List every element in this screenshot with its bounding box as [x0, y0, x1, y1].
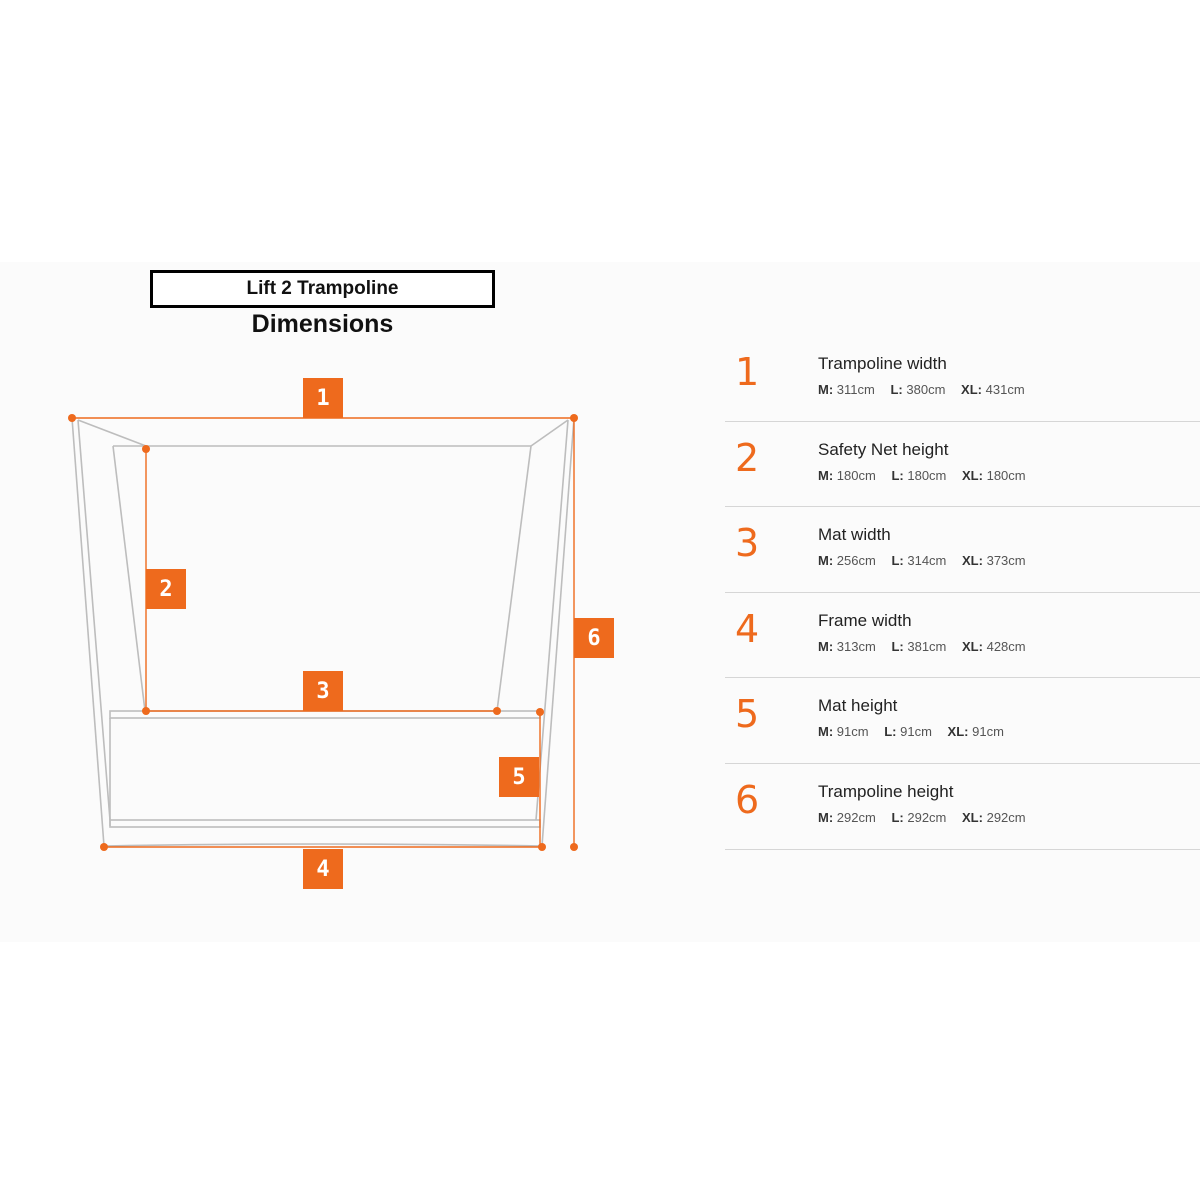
size-key: M:	[818, 724, 834, 740]
size-value: 428cm	[986, 638, 1026, 654]
spec-number: 3	[735, 521, 760, 566]
size-key: XL:	[962, 467, 983, 483]
size-value: 256cm	[836, 553, 876, 569]
size-value: 292cm	[986, 809, 1026, 825]
size-value: 91cm	[836, 724, 869, 740]
size-key: M:	[818, 553, 834, 569]
size-value: 381cm	[907, 638, 947, 654]
net-inner-left	[112, 445, 146, 712]
size-value: 373cm	[986, 553, 1026, 569]
size-key: L:	[884, 724, 897, 740]
size-key: XL:	[947, 724, 969, 740]
product-title: Lift 2 Trampoline	[150, 270, 495, 308]
size-value: 431cm	[985, 382, 1025, 397]
spec-number: 1	[735, 350, 760, 394]
net-top-left-corner	[77, 419, 147, 447]
size-key: M:	[818, 638, 834, 654]
size-value: 91cm	[900, 724, 932, 740]
size-value: 314cm	[907, 553, 947, 569]
spec-sizes: M: 91cm L: 91cm XL: 91cm	[818, 724, 1016, 739]
spec-sizes: M: 311cm L: 380cm XL: 431cm	[818, 382, 1037, 397]
spec-sizes: M: 313cm L: 381cm XL: 428cm	[818, 639, 1038, 654]
size-value: 180cm	[907, 467, 947, 483]
size-key: XL:	[961, 382, 982, 397]
spec-row: 3 Mat width M: 256cm L: 314cm XL: 373cm	[725, 507, 1200, 593]
spec-label: Safety Net height	[818, 439, 949, 459]
endpoint-dot	[536, 708, 544, 716]
dimension-tag-6: 6	[574, 618, 614, 658]
endpoint-dot	[100, 843, 108, 851]
net-inner-right	[496, 445, 532, 712]
spec-number: 2	[735, 435, 760, 480]
size-key: XL:	[962, 809, 983, 825]
dimension-tag-5: 5	[499, 757, 539, 797]
dimension-tag-1: 1	[303, 378, 343, 418]
spec-row: 5 Mat height M: 91cm L: 91cm XL: 91cm	[725, 678, 1200, 764]
size-value: 311cm	[836, 382, 875, 397]
endpoint-dot	[142, 445, 150, 453]
endpoint-dot	[570, 843, 578, 851]
dimension-endpoints	[68, 414, 578, 851]
endpoint-dot	[493, 707, 501, 715]
spec-number: 6	[735, 777, 760, 822]
frame-base-curve	[103, 843, 543, 847]
size-key: XL:	[962, 553, 983, 569]
spec-row: 6 Trampoline height M: 292cm L: 292cm XL…	[725, 764, 1200, 850]
size-key: L:	[891, 467, 904, 483]
spec-sizes: M: 256cm L: 314cm XL: 373cm	[818, 553, 1038, 568]
size-value: 292cm	[836, 809, 876, 825]
endpoint-dot	[538, 843, 546, 851]
spec-number: 4	[735, 606, 760, 651]
size-value: 91cm	[972, 724, 1004, 740]
spec-row: 4 Frame width M: 313cm L: 381cm XL: 428c…	[725, 593, 1200, 679]
endpoint-dot	[142, 707, 150, 715]
spec-row: 2 Safety Net height M: 180cm L: 180cm XL…	[725, 422, 1200, 508]
size-key: M:	[818, 467, 834, 483]
dimension-lines	[72, 417, 575, 848]
spec-label: Trampoline width	[818, 354, 947, 373]
size-key: M:	[818, 382, 834, 397]
size-value: 180cm	[986, 467, 1026, 483]
spec-label: Mat height	[818, 696, 898, 716]
net-top-right-corner	[530, 419, 569, 447]
size-value: 292cm	[907, 809, 947, 825]
size-key: L:	[891, 809, 904, 825]
spec-label: Frame width	[818, 610, 912, 630]
mat-top-rail	[109, 710, 541, 719]
spec-row: 1 Trampoline width M: 311cm L: 380cm XL:…	[725, 336, 1200, 422]
page-subtitle: Dimensions	[251, 310, 394, 338]
dimension-tag-2: 2	[146, 569, 186, 609]
size-key: L:	[891, 638, 904, 654]
endpoint-dot	[68, 414, 76, 422]
size-value: 180cm	[836, 467, 876, 483]
net-right-outer	[541, 417, 575, 847]
size-key: L:	[891, 553, 904, 569]
dimension-tag-4: 4	[303, 849, 343, 889]
net-left-inner	[77, 419, 111, 821]
frame-bottom-rail	[109, 819, 541, 828]
dimension-tag-3: 3	[303, 671, 343, 711]
size-key: L:	[890, 382, 903, 397]
dimension-spec-list: 1 Trampoline width M: 311cm L: 380cm XL:…	[725, 336, 1200, 850]
size-value: 313cm	[836, 638, 876, 654]
spec-number: 5	[735, 692, 760, 737]
spec-label: Mat width	[818, 525, 891, 545]
size-value: 380cm	[906, 382, 946, 397]
size-key: XL:	[962, 638, 983, 654]
spec-sizes: M: 180cm L: 180cm XL: 180cm	[818, 468, 1038, 483]
net-left-outer	[71, 417, 105, 847]
spec-sizes: M: 292cm L: 292cm XL: 292cm	[818, 810, 1038, 825]
size-key: M:	[818, 809, 834, 825]
background-band	[0, 262, 1200, 942]
endpoint-dot	[570, 414, 578, 422]
spec-label: Trampoline height	[818, 781, 954, 801]
net-right-inner	[535, 419, 569, 821]
